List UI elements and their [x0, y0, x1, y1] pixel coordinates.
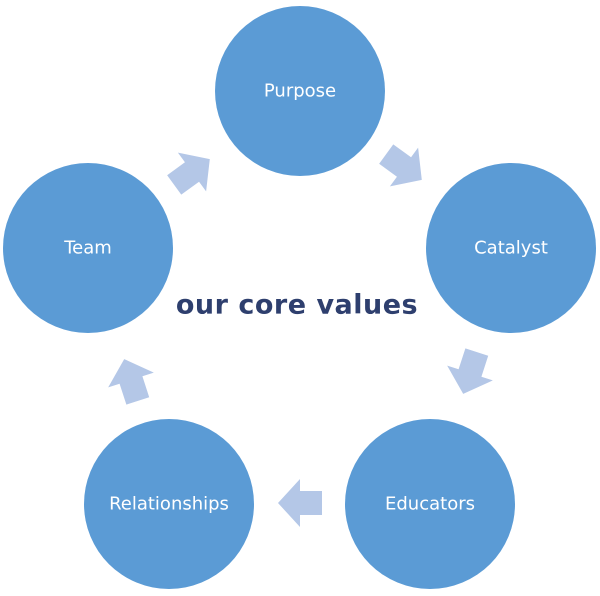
cycle-arrow-catalyst-to-educators	[447, 348, 493, 394]
cycle-arrow-purpose-to-catalyst	[379, 144, 422, 187]
node-catalyst: Catalyst	[426, 163, 596, 333]
node-label-team: Team	[63, 238, 112, 259]
node-educators: Educators	[345, 419, 515, 589]
node-relationships: Relationships	[84, 419, 254, 589]
node-label-relationships: Relationships	[109, 494, 229, 515]
center-title: our core values	[176, 290, 418, 321]
node-label-educators: Educators	[385, 494, 475, 515]
cycle-arrow-team-to-purpose	[167, 152, 210, 195]
node-purpose: Purpose	[215, 6, 385, 176]
cycle-arrow-relationships-to-team	[108, 359, 154, 405]
cycle-arrow-educators-to-relationships	[278, 479, 322, 527]
node-label-purpose: Purpose	[264, 81, 336, 102]
node-label-catalyst: Catalyst	[474, 238, 548, 259]
node-team: Team	[3, 163, 173, 333]
